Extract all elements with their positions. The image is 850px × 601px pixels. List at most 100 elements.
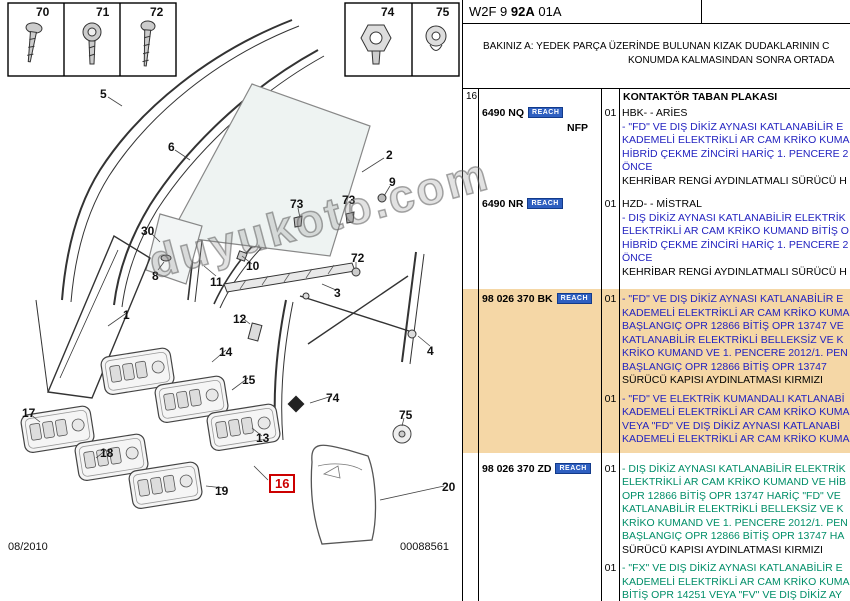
window-channel-5 bbox=[61, 19, 300, 303]
quarter-glass bbox=[145, 213, 203, 285]
desc-line: - "FD" VE ELEKTRİK KUMANDALI KATLANABİ bbox=[622, 392, 845, 405]
exploded-diagram bbox=[7, 2, 460, 545]
speaker-75-icon bbox=[392, 424, 412, 444]
part-callout-72[interactable]: 72 bbox=[150, 5, 164, 19]
door-shell bbox=[310, 444, 377, 545]
part-callout-30[interactable]: 30 bbox=[141, 224, 155, 238]
desc-line: OPR 12866 BİTİŞ OPR 13747 HARİÇ "FD" VE bbox=[622, 489, 841, 502]
part-callout-12[interactable]: 12 bbox=[233, 312, 247, 326]
column-divider bbox=[619, 89, 620, 601]
part-callout-20[interactable]: 20 bbox=[442, 480, 456, 494]
part-callout-6[interactable]: 6 bbox=[168, 140, 175, 154]
desc-line: ÖNCE bbox=[622, 161, 653, 173]
desc-line: SÜRÜCÜ KAPISI AYDINLATMASI KIRMIZI bbox=[622, 543, 823, 556]
selected-callout-16[interactable]: 16 bbox=[269, 474, 296, 493]
part-callout-9[interactable]: 9 bbox=[389, 175, 396, 189]
part-callout-74[interactable]: 74 bbox=[381, 5, 395, 19]
desc-line: KADEMELİ ELEKTRİKLİ AR CAM KRİKO KUMAN bbox=[622, 134, 850, 146]
desc-line: - DIŞ DİKİZ AYNASI KATLANABİLİR ELEKTRİK bbox=[622, 211, 846, 224]
part-note: NFP bbox=[567, 122, 588, 134]
desc-line: BİTİŞ OPR 14251 VEYA "FV" VE DIŞ DİKİZ A… bbox=[622, 589, 843, 601]
desc-line: KADEMELİ ELEKTRİKLİ AR CAM KRİKO KUMA bbox=[622, 306, 850, 319]
part-callout-73[interactable]: 73 bbox=[290, 197, 304, 211]
part-callout-4[interactable]: 4 bbox=[427, 344, 434, 358]
part-callout-3[interactable]: 3 bbox=[334, 286, 341, 300]
part-callout-10[interactable]: 10 bbox=[246, 259, 260, 273]
desc-line: - "FD" VE DIŞ DİKİZ AYNASI KATLANABİLİR … bbox=[622, 120, 844, 133]
part-callout-74[interactable]: 74 bbox=[326, 391, 340, 405]
notice-line-2: KONUMDA KALMASINDAN SONRA ORTADA bbox=[628, 55, 835, 66]
door-glass bbox=[169, 83, 371, 257]
quantity: 01 bbox=[604, 293, 617, 305]
reach-badge[interactable]: REACH bbox=[555, 462, 591, 474]
part-callout-15[interactable]: 15 bbox=[242, 373, 256, 387]
part-callout-19[interactable]: 19 bbox=[215, 484, 229, 498]
part-callout-75[interactable]: 75 bbox=[436, 5, 450, 19]
notice-text: BAKINIZ A: YEDEK PARÇA ÜZERİNDE BULUNAN … bbox=[483, 40, 850, 68]
desc-line: BAŞLANGIÇ OPR 12866 BİTİŞ OPR 13747 VE bbox=[622, 320, 844, 332]
part-callout-8[interactable]: 8 bbox=[152, 269, 159, 283]
part-callout-14[interactable]: 14 bbox=[219, 345, 233, 359]
clip-75-icon bbox=[425, 25, 447, 51]
part-callout-70[interactable]: 70 bbox=[36, 5, 50, 19]
exploded-diagram-panel: 70 71 72 74 75 5 6 2 9 73 73 30 8 11 10 72 3 1 12 14 4 15 74 17… bbox=[7, 2, 496, 553]
part-entries: 01 - "FD" VE DIŞ DİKİZ AYNASI KATLANABİLİ… bbox=[602, 293, 850, 447]
part-callout-73[interactable]: 73 bbox=[342, 193, 356, 207]
part-callout-72[interactable]: 72 bbox=[351, 251, 365, 265]
desc-line: KATLANABİLİR ELEKTRİKLİ BELLEKSİZ VE K bbox=[622, 503, 844, 515]
reach-badge[interactable]: REACH bbox=[527, 198, 563, 209]
page-code-prefix: W2F 9 bbox=[469, 4, 511, 19]
description-lines: - DIŞ DİKİZ AYNASI KATLANABİLİR ELEKTRİK… bbox=[619, 463, 850, 558]
page-code: W2F 9 92A 01A bbox=[463, 0, 850, 24]
part-number: 6490 NQ bbox=[482, 107, 525, 119]
description-lines: HBK- - ARİES- "FD" VE DIŞ DİKİZ AYNASI K… bbox=[619, 107, 850, 188]
screw-72-icon bbox=[140, 20, 156, 67]
window-switch-panels bbox=[19, 346, 282, 511]
part-callout-5[interactable]: 5 bbox=[100, 87, 107, 101]
part-callout-71[interactable]: 71 bbox=[96, 5, 110, 19]
column-divider bbox=[601, 89, 602, 601]
desc-line: - DIŞ DİKİZ AYNASI KATLANABİLİR ELEKTRİK bbox=[622, 462, 846, 475]
part-callout-2[interactable]: 2 bbox=[386, 148, 393, 162]
part-entry: 01 - "FX" VE DIŞ DİKİZ AYNASI KATLANABİLİ… bbox=[602, 562, 850, 601]
header-divider bbox=[701, 0, 702, 24]
desc-line: - "FX" VE DIŞ DİKİZ AYNASI KATLANABİLİR … bbox=[622, 562, 843, 574]
part-number: 98 026 370 ZD bbox=[482, 462, 552, 475]
page-code-main: 92A bbox=[510, 4, 535, 19]
figure-item-number: 16 bbox=[466, 91, 478, 102]
part-callout-75[interactable]: 75 bbox=[399, 408, 413, 422]
clip-73-icon bbox=[293, 215, 303, 228]
bolt-72-icon bbox=[351, 267, 361, 277]
part-callout-11[interactable]: 11 bbox=[210, 275, 223, 289]
desc-line: - "FD" VE DIŞ DİKİZ AYNASI KATLANABİLİR … bbox=[622, 293, 844, 305]
quantity: 01 bbox=[604, 392, 617, 405]
part-callout-17[interactable]: 17 bbox=[22, 406, 36, 420]
column-divider bbox=[478, 89, 479, 601]
reach-badge[interactable]: REACH bbox=[528, 107, 564, 118]
desc-line: KEHRİBAR RENGİ AYDINLATMALI SÜRÜCÜ H bbox=[622, 174, 847, 187]
quantity: 01 bbox=[604, 462, 617, 475]
quantity: 01 bbox=[604, 562, 617, 574]
group-header-row: 16 KONTAKTÖR TABAN PLAKASI bbox=[463, 89, 850, 107]
clip-73-icon bbox=[345, 211, 355, 224]
part-callout-1[interactable]: 1 bbox=[123, 308, 130, 322]
quantity: 01 bbox=[604, 107, 617, 119]
quantity: 01 bbox=[604, 198, 617, 210]
part-callout-13[interactable]: 13 bbox=[256, 431, 270, 445]
reach-badge[interactable]: REACH bbox=[556, 293, 593, 304]
part-callout-18[interactable]: 18 bbox=[100, 446, 114, 460]
